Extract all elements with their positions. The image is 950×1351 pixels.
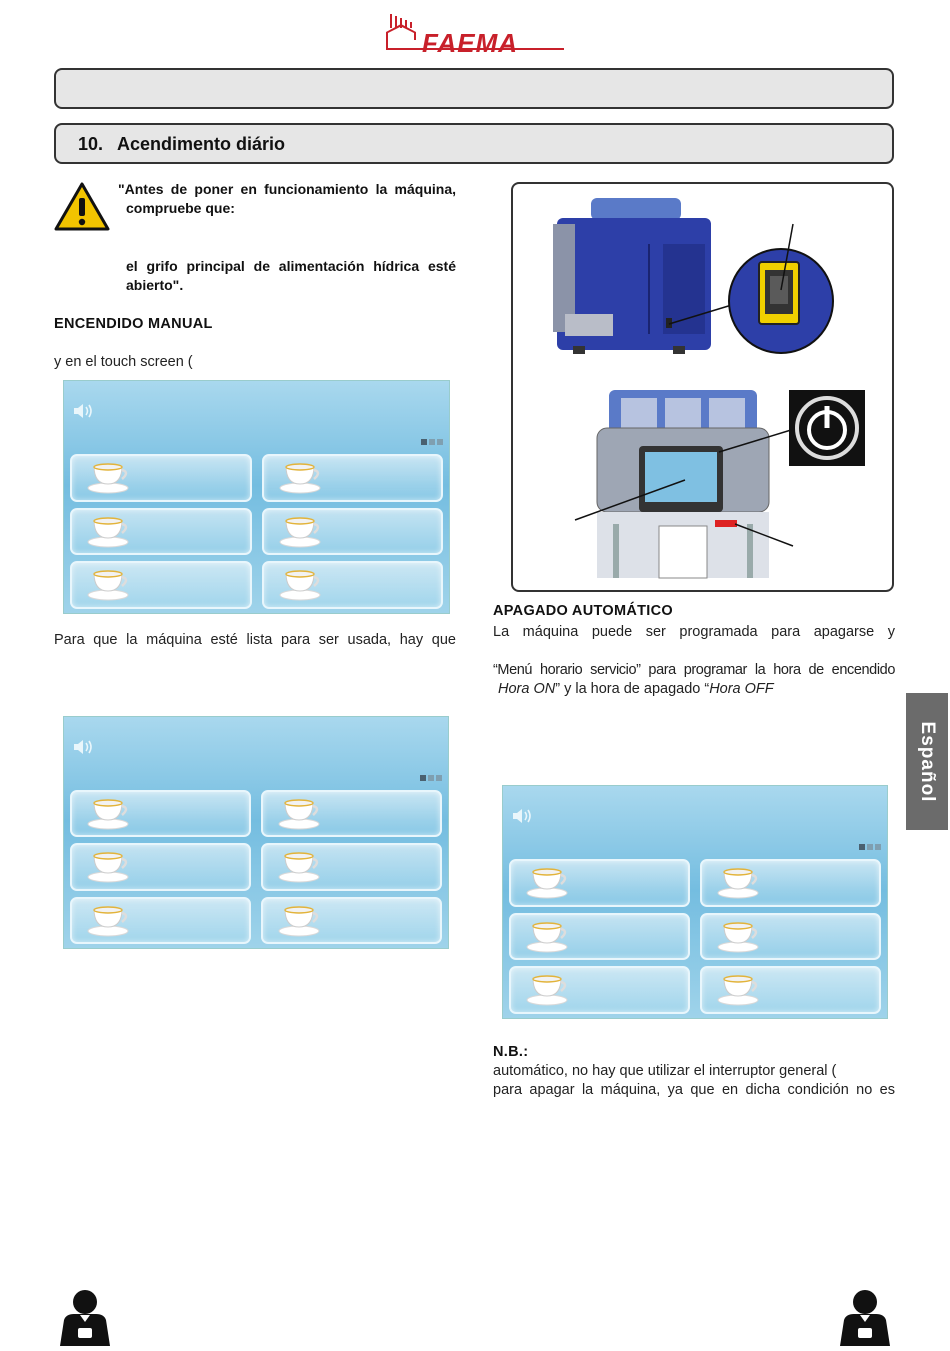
note-line-1: automático, no hay que utilizar el inter… [493,1063,837,1079]
coffee-cup-icon [279,463,320,494]
coffee-cup-icon [278,799,320,830]
warning-line-2: compruebe que: [126,200,235,216]
note-line-2: para apagar la máquina, ya que en dicha … [493,1082,895,1098]
coffee-cup-icon [717,868,759,899]
coffee-cup-icon [87,516,129,548]
header-bar [54,68,894,109]
drink-button[interactable] [700,966,881,1014]
touch-screen-3 [502,785,888,1019]
drink-button[interactable] [509,912,690,961]
drink-button[interactable] [509,966,690,1014]
logo-text: FAEMA [422,28,518,58]
drink-button[interactable] [70,790,251,838]
auto-line-3: Hora ON” y la hora de apagado “Hora OFF [498,681,774,697]
section-header: 10. Acendimento diário [54,123,894,164]
coffee-cup-icon [526,868,568,899]
auto-line-2: “Menú horario servicio” para programar l… [493,662,895,678]
section-title: 10. Acendimento diário [78,134,285,155]
section-number: 10. [78,134,104,154]
drink-button[interactable] [700,912,881,961]
auto-heading: APAGADO AUTOMÁTICO [493,603,673,619]
barista-icon [836,1288,894,1346]
page-indicator [859,844,881,850]
drink-button[interactable] [70,507,252,556]
page-indicator [420,775,442,781]
machine-illustration-box [511,182,894,592]
coffee-cup-icon [717,921,759,953]
manual-text-2: Para que la máquina esté lista para ser … [54,632,456,648]
drink-button[interactable] [261,507,443,556]
faema-logo: FAEMA [384,14,568,58]
warning-line-4: abierto". [126,277,184,293]
coffee-cup-icon [87,463,129,494]
warning-icon [54,182,110,232]
page-indicator [421,439,443,445]
coffee-cup-icon [526,975,568,1006]
warning-line-3: el grifo principal de alimentación hídri… [126,258,456,274]
drink-button[interactable] [70,561,252,609]
coffee-cup-icon [87,852,129,883]
warning-line-1: "Antes de poner en funcionamiento la máq… [118,181,456,197]
touch-screen-2 [63,716,449,949]
drink-button[interactable] [509,859,690,907]
coffee-cup-icon [87,570,129,601]
coffee-cup-icon [717,975,759,1006]
language-tab[interactable]: Español [906,693,948,830]
language-tab-label: Español [917,721,938,802]
coffee-cup-icon [526,921,568,953]
manual-text-1: y en el touch screen ( [54,354,193,370]
machine-illustration [553,198,865,579]
coffee-cup-icon [279,516,320,548]
note-heading: N.B.: [493,1044,529,1060]
speaker-icon [74,740,92,754]
drink-button[interactable] [261,843,442,891]
drink-button[interactable] [261,454,443,502]
hora-off-label: Hora OFF [709,681,774,697]
drink-button[interactable] [261,790,442,838]
coffee-cup-icon [278,852,320,883]
speaker-icon [74,404,92,418]
auto-line-1: La máquina puede ser programada para apa… [493,624,895,640]
barista-icon [56,1288,114,1346]
section-title-text: Acendimento diário [117,134,286,154]
coffee-cup-icon [87,905,129,937]
drink-button[interactable] [70,454,252,502]
touch-screen-1 [63,380,450,614]
drink-button[interactable] [261,896,442,944]
coffee-cup-icon [279,570,320,601]
coffee-cup-icon [278,905,320,937]
speaker-icon [513,809,531,823]
hora-on-label: Hora ON [498,681,556,697]
manual-heading: ENCENDIDO MANUAL [54,316,213,332]
drink-button[interactable] [700,859,881,907]
coffee-cup-icon [87,799,129,830]
drink-button[interactable] [70,843,251,891]
drink-button[interactable] [70,896,251,944]
drink-button[interactable] [261,561,443,609]
